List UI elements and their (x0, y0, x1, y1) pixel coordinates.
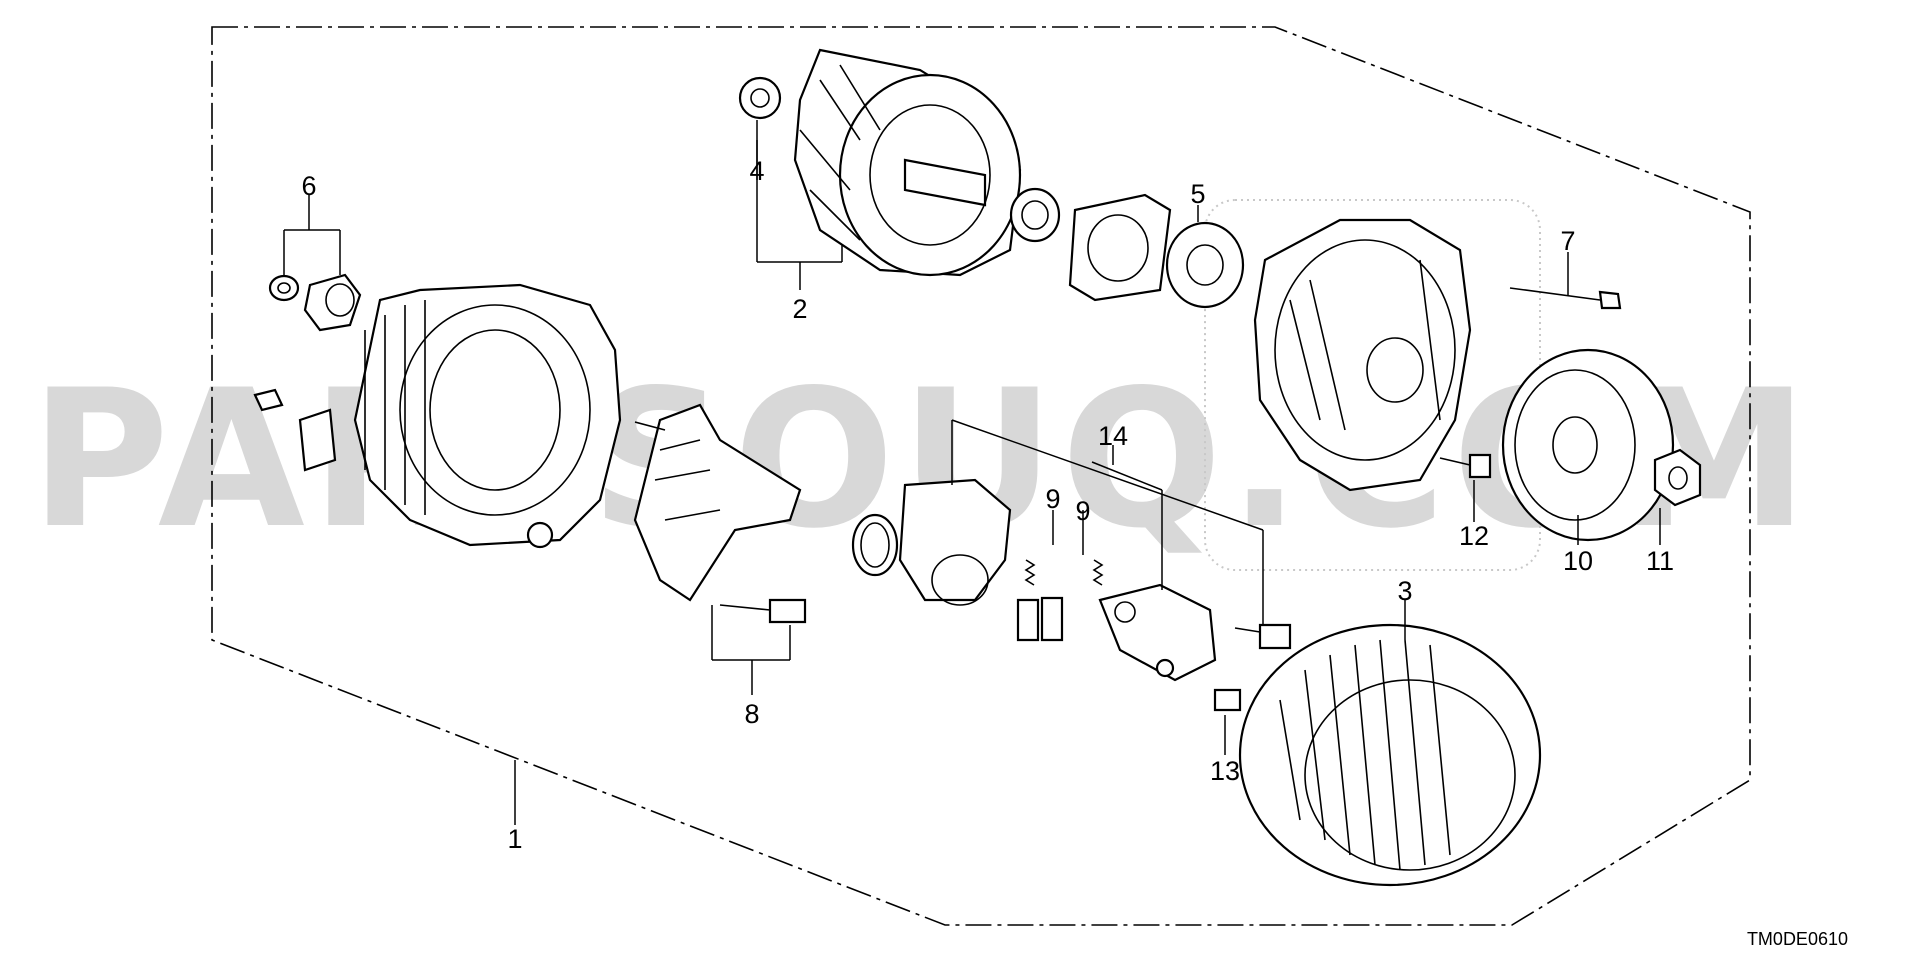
callout-14: 14 (1098, 421, 1128, 451)
callout-11: 11 (1646, 546, 1674, 576)
callout-12: 12 (1459, 521, 1489, 551)
stator (1238, 623, 1542, 887)
callout-7: 7 (1560, 226, 1575, 256)
assembly-boundary (211, 26, 1751, 926)
through-bolt (1509, 287, 1622, 310)
regulator-screw (1213, 688, 1242, 712)
highlight-region (1204, 199, 1541, 571)
voltage-regulator (898, 478, 1012, 606)
brush-holder-plate (1098, 583, 1217, 682)
rear-housing (1253, 218, 1472, 492)
callout-3: 3 (1397, 576, 1412, 606)
front-housing (353, 283, 622, 549)
stud (634, 421, 666, 431)
callout-2: 2 (792, 294, 807, 324)
callout-8: 8 (744, 699, 759, 729)
callout-4: 4 (749, 156, 764, 186)
pulley-nut (1653, 448, 1702, 507)
rectifier-bolt (719, 598, 807, 624)
callout-5: 5 (1190, 179, 1205, 209)
rotor-bearing (738, 76, 782, 120)
small-bolt-left (253, 388, 284, 412)
pulley-bolt (1439, 453, 1492, 479)
diagram-code: TM0DE0610 (1747, 929, 1848, 949)
rear-bearing (1165, 221, 1245, 309)
callout-9b: 9 (1075, 496, 1090, 526)
bearing-retainer-plate (1068, 193, 1172, 302)
brush-a (1016, 559, 1040, 642)
callout-13: 13 (1210, 756, 1240, 786)
spacer-ring (1009, 187, 1061, 243)
callout-1: 1 (507, 824, 522, 854)
pulley (1501, 348, 1675, 542)
snap-ring (851, 513, 899, 577)
brush-bolt (1234, 623, 1292, 650)
rotor (793, 48, 1022, 277)
brush-b (1040, 559, 1104, 642)
terminal-insulator (303, 273, 362, 332)
leader-lines (283, 120, 1661, 825)
bracket-left (298, 408, 337, 472)
rectifier (633, 403, 802, 602)
terminal-nut (268, 274, 300, 302)
callout-6: 6 (301, 171, 316, 201)
callout-9a: 9 (1045, 484, 1060, 514)
callout-10: 10 (1563, 546, 1593, 576)
